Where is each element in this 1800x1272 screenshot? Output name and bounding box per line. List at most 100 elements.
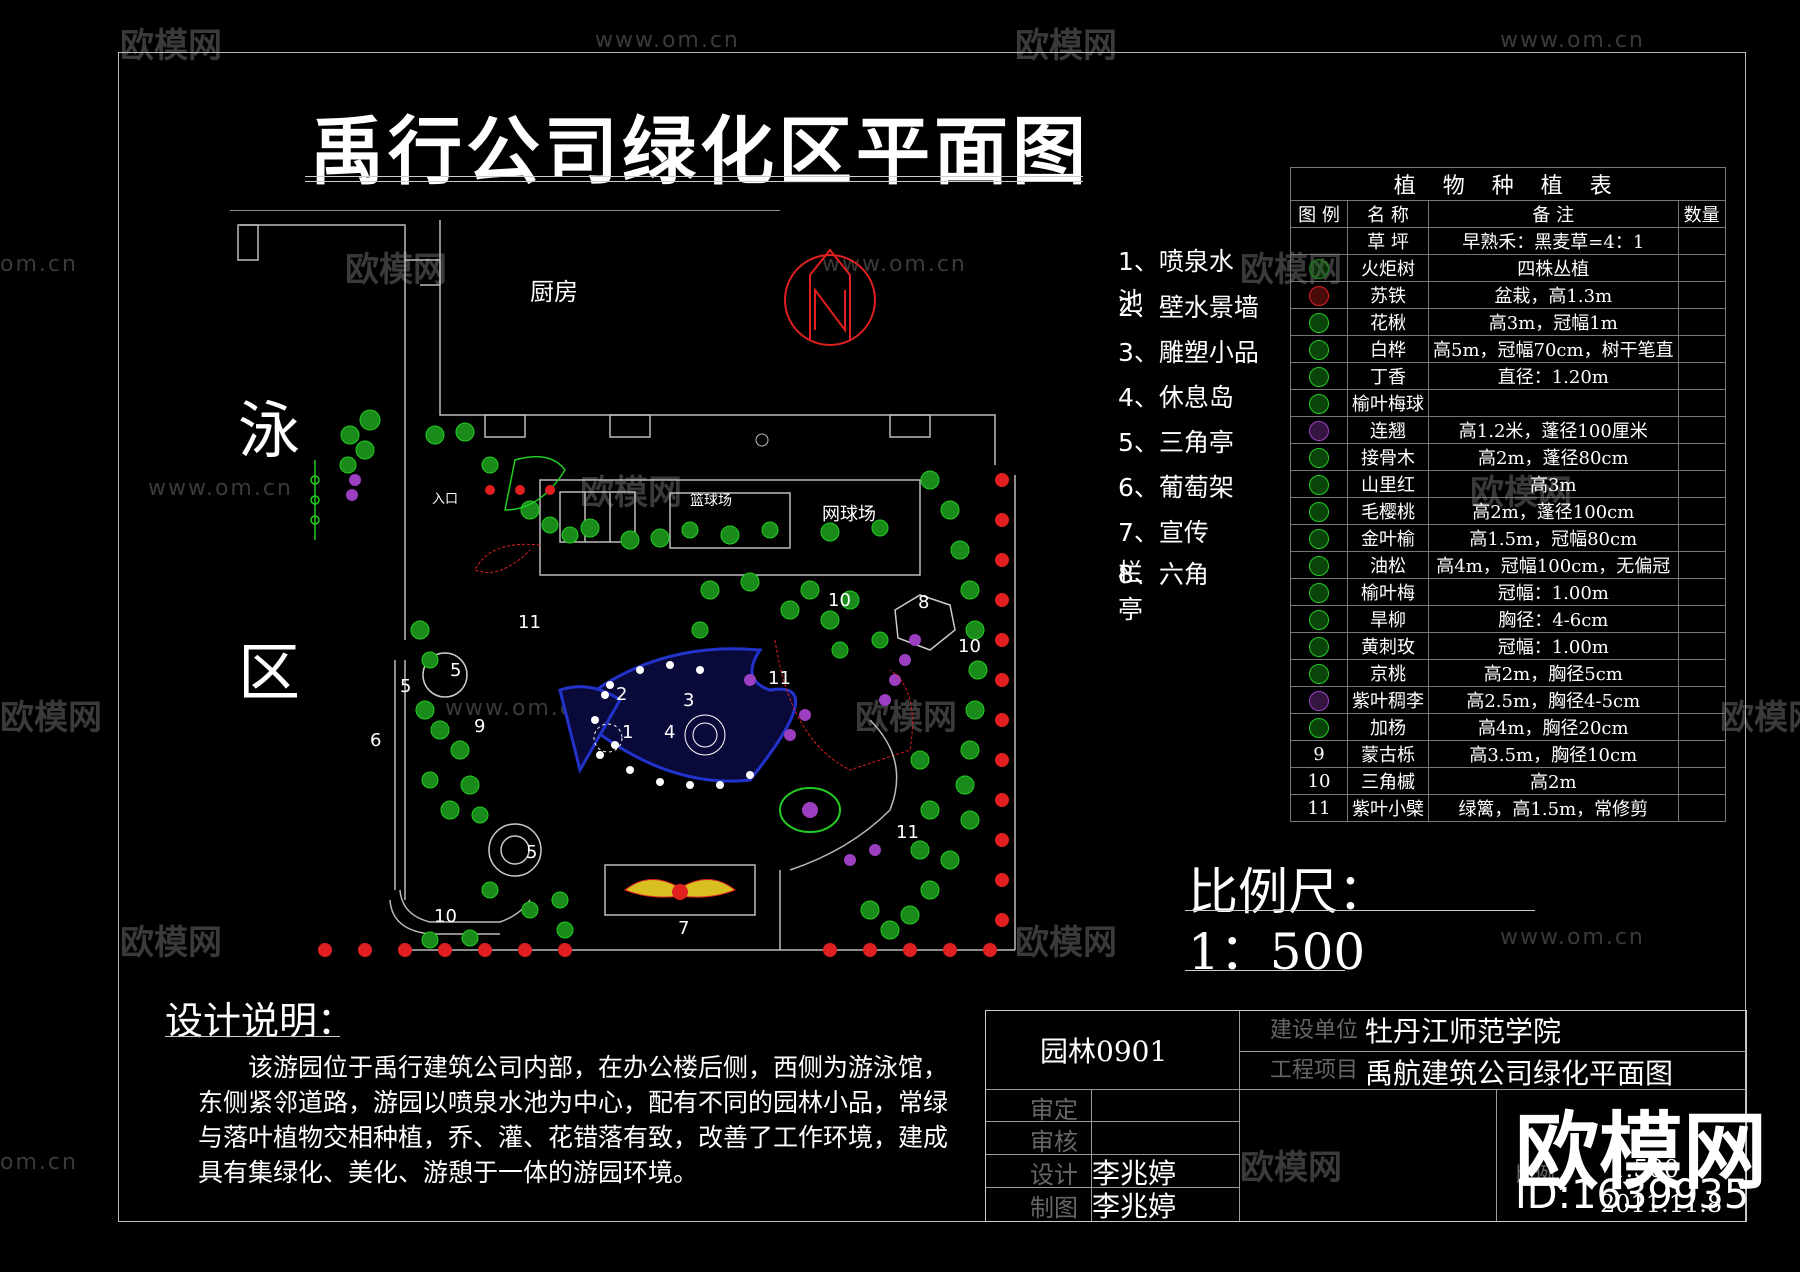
plant-note-cell: 高4m，胸径20cm bbox=[1428, 713, 1679, 741]
legend-item: 3、雕塑小品 bbox=[1118, 338, 1259, 367]
plant-symbol-cell bbox=[1290, 362, 1348, 390]
plant-symbol-cell bbox=[1290, 713, 1348, 741]
plan-number: 6 bbox=[370, 730, 382, 751]
entrance-label: 入口 bbox=[432, 492, 459, 507]
plant-symbol-cell bbox=[1290, 632, 1348, 660]
plan-number: 4 bbox=[664, 722, 676, 743]
sculpture-icon bbox=[779, 787, 841, 833]
plant-symbol-cell: 11 bbox=[1290, 794, 1348, 822]
plant-qty-cell bbox=[1677, 227, 1726, 255]
plant-qty-cell bbox=[1677, 659, 1726, 687]
plant-note-cell: 高4m，冠幅100cm，无偏冠 bbox=[1428, 551, 1679, 579]
title-block-project-label: 工程项目 bbox=[1270, 1058, 1359, 1083]
scale-underline bbox=[1185, 970, 1345, 971]
legend-item: 1、喷泉水 bbox=[1118, 247, 1234, 276]
title-block-draw-label: 制图 bbox=[1030, 1194, 1078, 1222]
watermark: 欧模网 bbox=[855, 698, 957, 738]
plant-symbol-icon bbox=[1309, 690, 1329, 711]
plant-note-cell: 高1.2米，蓬径100厘米 bbox=[1428, 416, 1679, 444]
watermark: 欧模网 bbox=[345, 250, 447, 290]
plant-symbol-cell bbox=[1290, 470, 1348, 498]
watermark: 欧模网 bbox=[1015, 923, 1117, 963]
plant-symbol-icon bbox=[1309, 258, 1329, 279]
plant-qty-cell bbox=[1677, 443, 1726, 471]
plant-symbol-cell bbox=[1290, 335, 1348, 363]
kitchen-label: 厨房 bbox=[530, 278, 578, 306]
plant-symbol-icon bbox=[1309, 285, 1329, 306]
plant-qty-cell bbox=[1677, 524, 1726, 552]
b-mark-icon bbox=[755, 433, 769, 447]
title-block-unit-value: 牡丹江师范学院 bbox=[1365, 1015, 1562, 1048]
plant-name-cell: 火炬树 bbox=[1347, 254, 1429, 282]
plant-qty-cell bbox=[1677, 497, 1726, 525]
plant-symbol-icon bbox=[1309, 312, 1329, 333]
tennis-court-label: 网球场 bbox=[822, 504, 876, 525]
legend-item: 栏 bbox=[1118, 558, 1144, 587]
plant-symbol-cell bbox=[1290, 416, 1348, 444]
watermark: 欧模网 bbox=[0, 698, 102, 738]
plant-name-cell: 紫叶小檗 bbox=[1347, 794, 1429, 822]
plant-note-cell: 高2m，蓬径100cm bbox=[1428, 497, 1679, 525]
plant-symbol-icon bbox=[1309, 339, 1329, 360]
plant-name-cell: 旱柳 bbox=[1347, 605, 1429, 633]
plant-table-row: 丁香直径：1.20m bbox=[1290, 362, 1726, 390]
basketball-court-label: 篮球场 bbox=[690, 493, 732, 509]
plant-symbol-cell bbox=[1290, 308, 1348, 336]
plan-number: 8 bbox=[918, 592, 930, 613]
plant-name-cell: 毛樱桃 bbox=[1347, 497, 1429, 525]
plant-table-row: 白桦高5m，冠幅70cm，树干笔直 bbox=[1290, 335, 1726, 363]
plant-note-cell: 高2m，蓬径80cm bbox=[1428, 443, 1679, 471]
plant-qty-cell bbox=[1677, 416, 1726, 444]
plant-table-row: 紫叶稠李高2.5m，胸径4-5cm bbox=[1290, 686, 1726, 714]
plan-number: 5 bbox=[450, 660, 462, 681]
watermark-url: www.om.cn bbox=[1500, 925, 1645, 950]
plant-table-row: 油松高4m，冠幅100cm，无偏冠 bbox=[1290, 551, 1726, 579]
plant-qty-cell bbox=[1677, 362, 1726, 390]
plant-table-header: 图 例 bbox=[1290, 200, 1348, 228]
plant-symbol-icon bbox=[1309, 501, 1329, 522]
plant-symbol-icon bbox=[1309, 717, 1329, 738]
plant-note-cell: 冠幅：1.00m bbox=[1428, 632, 1679, 660]
plant-symbol-cell: 9 bbox=[1290, 740, 1348, 768]
plant-note-cell: 高2.5m，胸径4-5cm bbox=[1428, 686, 1679, 714]
legend-item: 6、葡萄架 bbox=[1118, 473, 1234, 502]
plant-table-row: 金叶榆高1.5m，冠幅80cm bbox=[1290, 524, 1726, 552]
title-block-design-label: 设计 bbox=[1030, 1161, 1078, 1189]
plant-qty-cell bbox=[1677, 470, 1726, 498]
hexagon-pavilion-icon bbox=[894, 594, 956, 651]
plant-symbol-cell bbox=[1290, 497, 1348, 525]
plant-qty-cell bbox=[1677, 578, 1726, 606]
plant-note-cell bbox=[1428, 389, 1679, 417]
plant-name-cell: 黄刺玫 bbox=[1347, 632, 1429, 660]
plant-symbol-icon bbox=[1309, 420, 1329, 441]
plan-number: 10 bbox=[958, 636, 981, 657]
plant-table-row: 黄刺玫冠幅：1.00m bbox=[1290, 632, 1726, 660]
plant-symbol-cell bbox=[1290, 227, 1348, 255]
plant-name-cell: 连翘 bbox=[1347, 416, 1429, 444]
scale-underline bbox=[1185, 910, 1535, 911]
legend-item: 7、宣传 bbox=[1118, 518, 1209, 547]
title-block-check-label: 审核 bbox=[1030, 1128, 1078, 1156]
site-plan bbox=[230, 210, 1016, 957]
plant-name-cell: 榆叶梅 bbox=[1347, 578, 1429, 606]
plant-qty-cell bbox=[1677, 632, 1726, 660]
plant-symbol-icon bbox=[1309, 528, 1329, 549]
plant-qty-cell bbox=[1677, 281, 1726, 309]
plant-table-row: 旱柳胸径：4-6cm bbox=[1290, 605, 1726, 633]
plant-name-cell: 白桦 bbox=[1347, 335, 1429, 363]
title-block-date: 2011.11.8 bbox=[1600, 1190, 1723, 1218]
plant-symbol-cell bbox=[1290, 443, 1348, 471]
plant-note-cell: 四株丛植 bbox=[1428, 254, 1679, 282]
plant-name-cell: 京桃 bbox=[1347, 659, 1429, 687]
plant-qty-cell bbox=[1677, 794, 1726, 822]
plant-table-row: 山里红高3m bbox=[1290, 470, 1726, 498]
plant-table-row: 花楸高3m，冠幅1m bbox=[1290, 308, 1726, 336]
plant-name-cell: 接骨木 bbox=[1347, 443, 1429, 471]
north-arrow-icon bbox=[784, 248, 876, 346]
title-block-draw-value: 李兆婷 bbox=[1092, 1190, 1177, 1223]
plant-symbol-cell bbox=[1290, 686, 1348, 714]
plant-table-row: 火炬树四株丛植 bbox=[1290, 254, 1726, 282]
plant-name-cell: 加杨 bbox=[1347, 713, 1429, 741]
plan-number: 1 bbox=[622, 722, 634, 743]
